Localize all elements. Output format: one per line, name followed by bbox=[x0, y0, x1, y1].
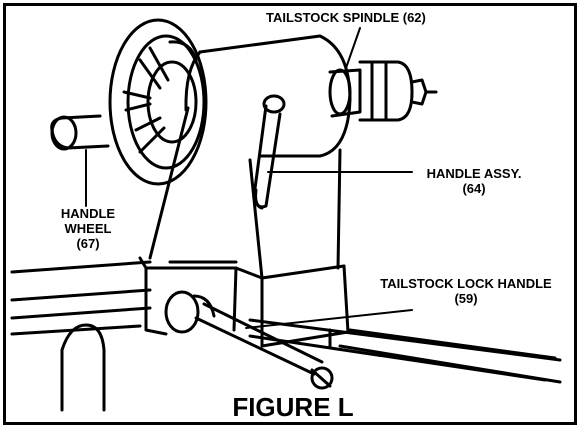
label-tailstock-spindle: TAILSTOCK SPINDLE (62) bbox=[266, 10, 426, 25]
label-lock-handle-line1: TAILSTOCK LOCK HANDLE bbox=[380, 276, 552, 291]
leader-lines bbox=[85, 27, 413, 329]
figure-frame bbox=[3, 3, 577, 425]
tailstock-base bbox=[138, 256, 350, 348]
handle-assy bbox=[252, 94, 286, 210]
tailstock-body bbox=[148, 34, 352, 280]
label-handle-wheel-line3: (67) bbox=[76, 236, 100, 251]
label-lock-handle-line2: (59) bbox=[454, 291, 478, 306]
bed-support bbox=[60, 323, 106, 412]
handwheel bbox=[108, 18, 208, 186]
lathe-bed-rails bbox=[10, 260, 562, 384]
label-handle-wheel-line1: HANDLE bbox=[60, 206, 116, 221]
label-handle-wheel-line2: WHEEL bbox=[64, 221, 112, 236]
label-handle-assy: HANDLE ASSY. (64) bbox=[404, 166, 544, 196]
label-handle-wheel: HANDLE WHEEL (67) bbox=[48, 206, 128, 251]
label-handle-assy-line2: (64) bbox=[462, 181, 486, 196]
label-handle-assy-line1: HANDLE ASSY. bbox=[426, 166, 522, 181]
lock-handle bbox=[164, 290, 334, 390]
label-lock-handle: TAILSTOCK LOCK HANDLE (59) bbox=[360, 276, 572, 306]
spindle bbox=[328, 60, 438, 122]
wheel-handle bbox=[50, 114, 110, 151]
figure-caption: FIGURE L bbox=[232, 392, 354, 422]
